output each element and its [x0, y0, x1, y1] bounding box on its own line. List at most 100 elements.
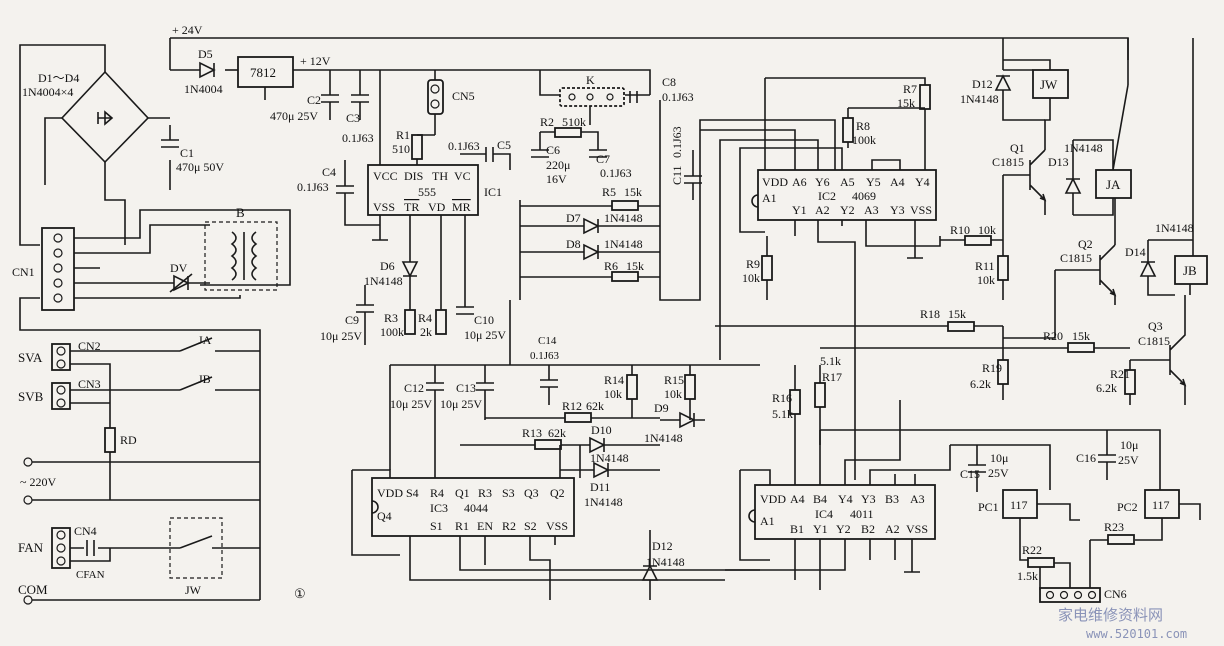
c14-capacitor: C14 0.1J63 — [530, 335, 560, 405]
svg-text:0.1J63: 0.1J63 — [342, 131, 374, 145]
svg-text:VDD: VDD — [762, 175, 788, 189]
svg-text:1N4148: 1N4148 — [960, 92, 999, 106]
c3-capacitor: C3 0.1J63 — [342, 94, 374, 145]
svg-text:Q4: Q4 — [377, 509, 392, 523]
svg-text:D12: D12 — [972, 77, 993, 91]
svg-text:A4: A4 — [890, 175, 905, 189]
d8-diode: D8 1N4148 — [520, 237, 660, 261]
svg-text:D6: D6 — [380, 259, 395, 273]
svg-text:1N4148: 1N4148 — [646, 555, 685, 569]
transformer-b: B — [204, 205, 278, 291]
r20-resistor: R20 15k — [820, 329, 1130, 353]
c2-capacitor: C2 470μ 25V — [270, 93, 339, 123]
svg-text:Y5: Y5 — [866, 175, 881, 189]
svg-text:510k: 510k — [562, 115, 586, 129]
q1-transistor: Q1 C1815 — [992, 141, 1047, 240]
svg-text:R22: R22 — [1022, 543, 1042, 557]
d10-diode: D10 1N4148 — [580, 423, 660, 465]
regulator-7812: 7812 + 12V — [237, 54, 331, 100]
cfan-capacitor: CFAN — [76, 540, 105, 581]
svg-text:Q3: Q3 — [524, 486, 539, 500]
svg-text:470μ 25V: 470μ 25V — [270, 109, 318, 123]
svg-text:JB: JB — [1183, 263, 1197, 278]
svg-text:R20: R20 — [1043, 329, 1063, 343]
svg-text:R21: R21 — [1110, 367, 1130, 381]
svg-text:10k: 10k — [604, 387, 622, 401]
r16-resistor: R16 5.1k — [772, 365, 801, 460]
svg-text:VSS: VSS — [546, 519, 568, 533]
ic2-4069: VDD A6 Y6 A5 Y5 A4 Y4 IC2 4069 A1 Y1 A2 … — [700, 129, 941, 480]
d14-diode: D14 1N4148 — [1125, 221, 1194, 296]
svg-text:R10: R10 — [950, 223, 970, 237]
svg-text:D14: D14 — [1125, 245, 1146, 259]
svg-text:JW: JW — [1040, 77, 1058, 92]
svg-text:4011: 4011 — [850, 507, 874, 521]
svg-text:D10: D10 — [591, 423, 612, 437]
svg-text:1N4148: 1N4148 — [590, 451, 629, 465]
svg-text:1N4148: 1N4148 — [1155, 221, 1194, 235]
jb-relay: JB — [1148, 239, 1208, 295]
d12-diode-bottom: D12 1N4148 — [641, 530, 685, 600]
svg-text:FAN: FAN — [18, 540, 44, 555]
svg-text:10μ 25V: 10μ 25V — [320, 329, 362, 343]
svg-text:16V: 16V — [546, 172, 567, 186]
c11-capacitor: C11 0.1J63 — [670, 126, 702, 200]
svg-text:TH: TH — [432, 169, 448, 183]
svg-text:5.1k: 5.1k — [772, 407, 793, 421]
svg-text:R16: R16 — [772, 391, 792, 405]
svg-text:B2: B2 — [861, 522, 875, 536]
svg-text:10k: 10k — [978, 223, 996, 237]
svg-text:家电维修资料网: 家电维修资料网 — [1058, 606, 1163, 624]
d9-diode: D9 1N4148 — [644, 401, 705, 445]
c1-capacitor: C1 470μ 50V — [161, 139, 224, 174]
r18-resistor: R18 15k — [715, 307, 1003, 332]
r19-resistor: R19 6.2k — [970, 326, 1009, 400]
svg-text:10k: 10k — [664, 387, 682, 401]
svg-text:220μ: 220μ — [546, 158, 570, 172]
svg-text:10μ 25V: 10μ 25V — [390, 397, 432, 411]
svg-text:MR: MR — [452, 200, 471, 214]
r2-resistor: R2 510k — [540, 115, 599, 150]
svg-text:117: 117 — [1152, 498, 1170, 512]
c5-capacitor: 0.1J63 C5 — [448, 138, 511, 170]
svg-text:C15: C15 — [960, 467, 980, 481]
svg-text:5.1k: 5.1k — [820, 354, 841, 368]
svg-text:Y4: Y4 — [915, 175, 930, 189]
svg-text:Y2: Y2 — [836, 522, 851, 536]
c6-capacitor: C6 220μ 16V — [531, 132, 570, 186]
cn4-connector: CN4 FAN — [18, 524, 175, 569]
svg-text:C1815: C1815 — [1060, 251, 1092, 265]
svg-text:R4: R4 — [430, 486, 444, 500]
svg-text:CN1: CN1 — [12, 265, 35, 279]
svg-text:R7: R7 — [903, 82, 917, 96]
k-switch: K — [559, 73, 625, 125]
svg-text:C12: C12 — [404, 381, 424, 395]
svg-text:R2: R2 — [502, 519, 516, 533]
svg-text:CFAN: CFAN — [76, 569, 105, 581]
svg-text:EN: EN — [477, 519, 493, 533]
svg-text:VC: VC — [454, 169, 471, 183]
svg-text:R14: R14 — [604, 373, 624, 387]
svg-text:R5: R5 — [602, 185, 616, 199]
r6-resistor: R6 15k — [520, 259, 660, 282]
jw-switch: JW — [169, 517, 260, 597]
dv-varistor: DV — [160, 261, 210, 293]
svg-text:Q2: Q2 — [550, 486, 565, 500]
svg-text:25V: 25V — [988, 466, 1009, 480]
svg-text:C10: C10 — [474, 313, 494, 327]
svg-text:Y3: Y3 — [861, 492, 876, 506]
svg-text:SVA: SVA — [18, 350, 43, 365]
r3-resistor: R3 100k — [380, 309, 416, 339]
svg-text:1N4148: 1N4148 — [584, 495, 623, 509]
svg-text:~ 220V: ~ 220V — [20, 475, 56, 489]
svg-text:C1: C1 — [180, 146, 194, 160]
d6-diode: D6 1N4148 — [364, 215, 419, 310]
svg-text:Y6: Y6 — [815, 175, 830, 189]
ja-switch: JA — [179, 333, 213, 352]
r21-resistor: R21 6.2k — [1096, 360, 1136, 405]
svg-text:C7: C7 — [596, 152, 610, 166]
svg-text:D11: D11 — [590, 480, 610, 494]
svg-text:D9: D9 — [654, 401, 669, 415]
svg-text:6.2k: 6.2k — [1096, 381, 1117, 395]
